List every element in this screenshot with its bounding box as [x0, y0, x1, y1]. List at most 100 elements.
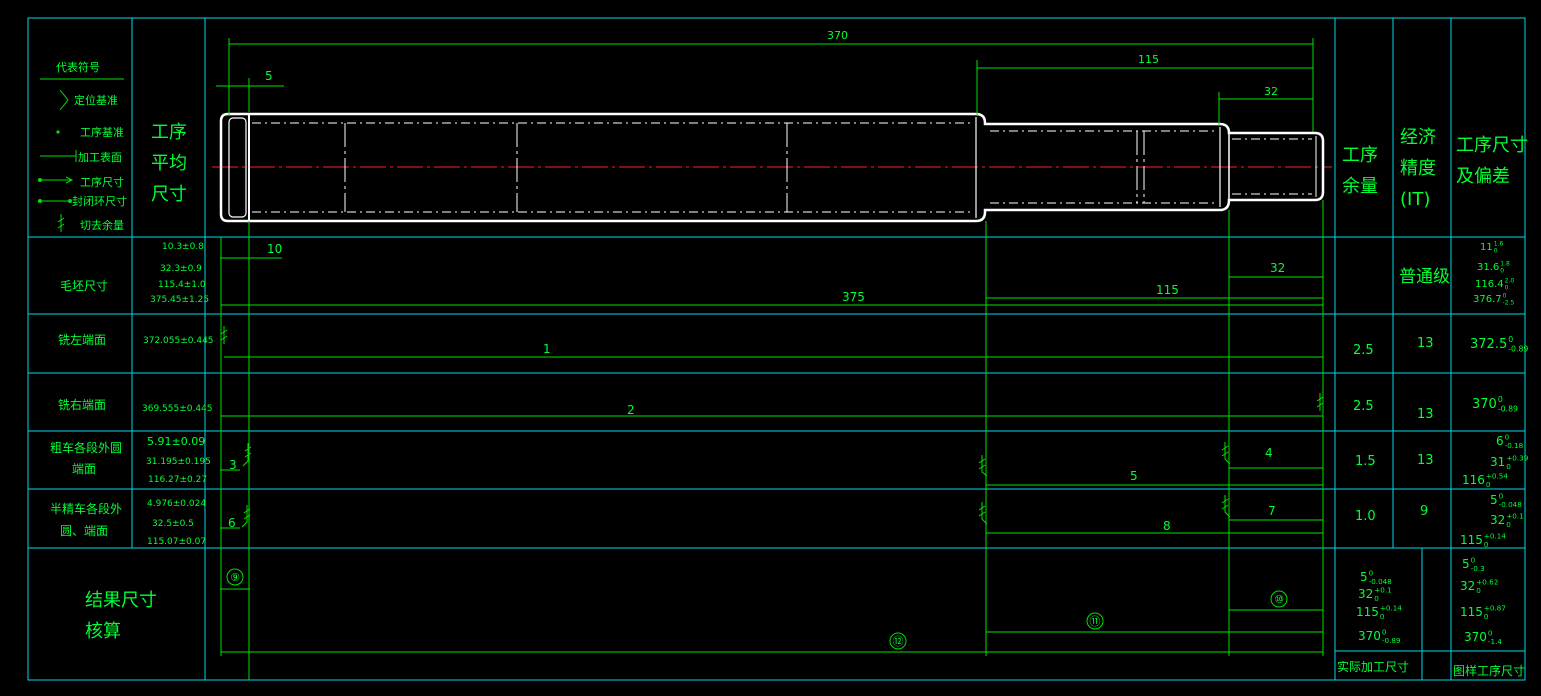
svg-text:31.195±0.195: 31.195±0.195 [146, 457, 211, 467]
semi-allowance: 1.0 [1355, 509, 1376, 524]
chain-12: ⑫ [893, 635, 904, 648]
svg-text:工序尺寸: 工序尺寸 [1456, 135, 1528, 156]
svg-text:4.976±0.024: 4.976±0.024 [147, 499, 206, 509]
chain-4: 4 [1265, 446, 1273, 460]
tol-base: 32 [1358, 587, 1373, 601]
legend-title: 代表符号 [56, 60, 100, 74]
rough-marks [220, 442, 1323, 486]
svg-text:32.5±0.5: 32.5±0.5 [152, 519, 194, 529]
semi-it: 9 [1420, 504, 1428, 519]
table-frame [27, 17, 1526, 681]
result-circle-numbers: ⑨ ⑩ ⑪ ⑫ [230, 571, 1284, 648]
svg-text:10.3±0.8: 10.3±0.8 [162, 242, 204, 252]
tol-upper-deviation: 0 [1508, 335, 1513, 344]
tol-lower-deviation: 0 [1506, 462, 1511, 471]
tol-base: 376.7 [1473, 294, 1502, 305]
tol-lower-deviation: 0 [1506, 520, 1511, 529]
tol-semi-2: 32+0.10 [1490, 512, 1524, 529]
tol-upper-deviation: 0 [1498, 395, 1503, 404]
tol-drawing-3: 115+0.870 [1460, 604, 1506, 621]
chain-9: ⑨ [230, 571, 240, 584]
tol-upper-deviation: +0.39 [1506, 454, 1528, 463]
tol-lower-deviation: -0.89 [1382, 636, 1401, 645]
legend-item-process-size: 工序尺寸 [80, 175, 124, 189]
tol-lower-deviation: -0.89 [1498, 404, 1518, 413]
chain-7: 7 [1268, 504, 1276, 518]
tol-base: 31 [1490, 455, 1505, 469]
tol-upper-deviation: 0 [1499, 492, 1504, 501]
drawing-size-label: 图样工序尺寸 [1453, 663, 1525, 678]
chain-6: 6 [228, 516, 236, 530]
dim-5-top: 5 [265, 69, 273, 83]
mill-left-marks [220, 326, 1323, 358]
tol-upper-deviation: 1.6 [1494, 241, 1504, 248]
mill-right-avg: 369.555±0.445 [142, 404, 213, 414]
mill-right-marks [221, 393, 1324, 417]
svg-text:工序: 工序 [1342, 145, 1378, 166]
svg-text:工序: 工序 [151, 122, 187, 143]
row-label-blank: 毛坯尺寸 [60, 279, 108, 293]
legend-item-removed-allowance: 切去余量 [80, 218, 124, 232]
tol-upper-deviation: 0 [1382, 628, 1387, 637]
tol-base: 5 [1360, 570, 1368, 584]
projection-lines [220, 200, 1324, 680]
svg-text:115.4±1.0: 115.4±1.0 [158, 280, 206, 290]
tol-upper-deviation: +0.14 [1380, 604, 1402, 613]
tol-base: 5 [1462, 557, 1470, 571]
chain-2: 2 [627, 403, 635, 417]
tol-semi-3: 115+0.140 [1460, 532, 1506, 549]
legend-item-closing-link: 封闭环尺寸 [72, 194, 127, 208]
header-process-size: 工序尺寸 及偏差 [1456, 135, 1528, 187]
tol-lower-deviation: 0 [1380, 612, 1385, 621]
dim-32-top: 32 [1264, 85, 1278, 98]
tol-upper-deviation: +0.54 [1486, 472, 1508, 481]
svg-text:32.3±0.9: 32.3±0.9 [160, 264, 202, 274]
dim-370: 370 [827, 29, 848, 42]
tol-lower-deviation: -0.048 [1369, 577, 1393, 586]
actual-size-label: 实际加工尺寸 [1337, 659, 1409, 674]
chain-5: 5 [1130, 469, 1138, 483]
mill-right-it: 13 [1417, 407, 1434, 422]
tol-base: 5 [1490, 493, 1498, 507]
machined-surface-icon [40, 150, 77, 162]
row-label-result-2: 核算 [85, 621, 121, 642]
closing-link-icon [38, 199, 72, 203]
tol-base: 372.5 [1470, 337, 1507, 352]
row-label-result-1: 结果尺寸 [85, 590, 157, 611]
tol-base: 115 [1460, 533, 1483, 547]
rough-it: 13 [1417, 453, 1434, 468]
row-label-mill-left: 铣左端面 [58, 332, 106, 347]
tol-lower-deviation: -0.89 [1508, 344, 1528, 353]
svg-text:精度: 精度 [1400, 158, 1436, 179]
process-datum-icon [56, 130, 60, 134]
svg-text:尺寸: 尺寸 [151, 184, 187, 205]
tol-lower-deviation: 0 [1476, 586, 1481, 595]
chain-1: 1 [543, 342, 551, 356]
tol-base: 116.4 [1475, 279, 1504, 290]
tol-base: 115 [1460, 605, 1483, 619]
row-label-semi-2: 圆、端面 [60, 524, 108, 538]
semi-marks [220, 495, 1323, 534]
rough-allowance: 1.5 [1355, 454, 1376, 469]
chain-3: 3 [229, 458, 237, 472]
tol-base: 11 [1480, 242, 1493, 253]
blank-dim-115: 115 [1156, 283, 1179, 297]
tol-base: 370 [1464, 630, 1487, 644]
header-precision: 经济 精度 (IT) [1400, 127, 1436, 210]
result-lines [220, 588, 1323, 653]
tol-upper-deviation: +0.1 [1506, 512, 1523, 521]
tol-upper-deviation: 0 [1488, 629, 1493, 638]
dim-115-top: 115 [1138, 53, 1159, 66]
tol-upper-deviation: 0 [1369, 569, 1374, 578]
chain-10: ⑩ [1274, 593, 1284, 606]
header-avg-size: 工序 平均 尺寸 [151, 122, 187, 205]
svg-text:及偏差: 及偏差 [1456, 166, 1510, 187]
tol-upper-deviation: +0.1 [1374, 586, 1391, 595]
tol-base: 6 [1496, 434, 1504, 448]
row-label-rough-2: 端面 [72, 462, 96, 476]
